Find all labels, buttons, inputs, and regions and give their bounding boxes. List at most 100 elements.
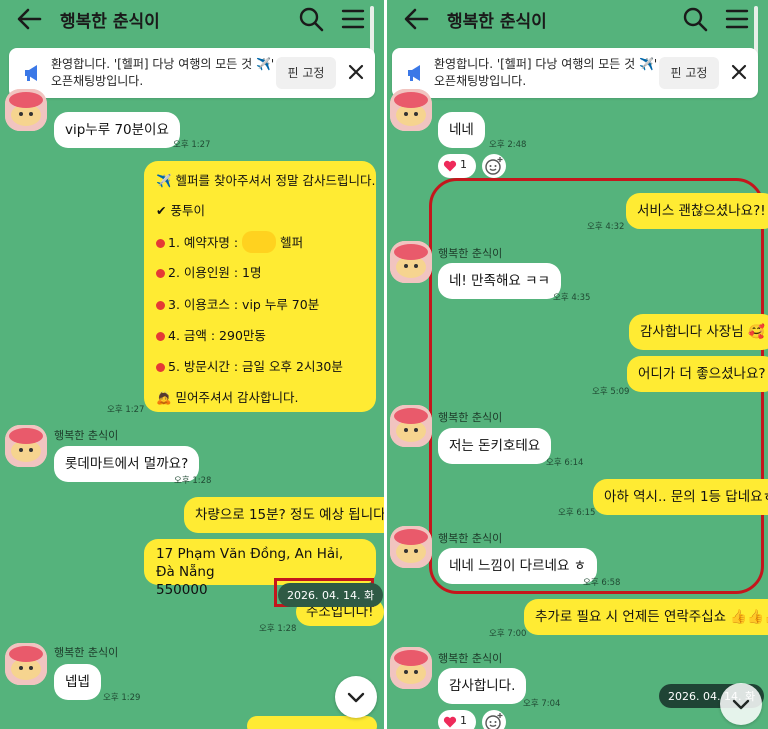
reaction-badge[interactable]: 1 xyxy=(438,154,476,178)
search-icon[interactable] xyxy=(682,6,708,32)
chat-pane-left: 행복한 춘식이 환영합니다. '[헬퍼] 다낭 여행의 모든 것 ✈️' 오픈채팅… xyxy=(0,0,384,729)
chat-pane-right: 행복한 춘식이 환영합니다. '[헬퍼] 다낭 여행의 모든 것 ✈️' 오픈채팅… xyxy=(387,0,768,729)
booking-line: ✈️ 헬퍼를 찾아주셔서 정말 감사드립니다. xyxy=(156,173,376,188)
megaphone-icon xyxy=(25,65,37,81)
reaction-count: 1 xyxy=(460,158,467,171)
message-bubble[interactable]: 저는 돈키호테요 xyxy=(438,428,552,464)
heart-icon xyxy=(443,716,457,728)
booking-line: 3. 이용코스 : vip 누루 70분 xyxy=(168,297,320,312)
booking-line: 2. 이용인원 : 1명 xyxy=(168,265,262,280)
pin-button[interactable]: 핀 고정 xyxy=(659,57,719,89)
message-bubble[interactable]: 넵넵 xyxy=(54,664,101,700)
reaction-count: 1 xyxy=(460,714,467,727)
pane-divider xyxy=(384,0,387,729)
message-time: 오후 1:28 xyxy=(174,476,212,486)
message-time: 오후 7:04 xyxy=(523,699,561,709)
message-bubble-mine[interactable] xyxy=(247,716,377,729)
scrollbar[interactable] xyxy=(370,6,374,56)
notice-text-line2: 오픈채팅방입니다. xyxy=(51,74,144,88)
menu-icon[interactable] xyxy=(340,6,366,32)
message-time: 오후 1:28 xyxy=(259,624,297,634)
back-arrow-icon[interactable] xyxy=(14,5,44,33)
pin-icon xyxy=(156,239,165,248)
avatar[interactable] xyxy=(390,241,432,283)
menu-icon[interactable] xyxy=(724,6,750,32)
address-line2: 550000 xyxy=(156,582,208,598)
message-time: 오후 4:32 xyxy=(587,222,625,232)
avatar-character-icon xyxy=(390,647,432,689)
message-bubble[interactable]: 네네 xyxy=(438,112,485,148)
message-bubble-mine[interactable]: 서비스 괜찮으셨나요?! xyxy=(626,193,768,229)
pin-icon xyxy=(156,363,165,372)
avatar[interactable] xyxy=(390,405,432,447)
sender-name: 행복한 춘식이 xyxy=(438,247,503,260)
pin-icon xyxy=(156,269,165,278)
message-time: 오후 6:14 xyxy=(546,458,584,468)
avatar-character-icon xyxy=(390,526,432,568)
avatar[interactable] xyxy=(390,89,432,131)
message-bubble-mine[interactable]: 아하 역시.. 문의 1등 답네요ㅎ xyxy=(593,479,768,515)
notice-text-line2: 오픈채팅방입니다. xyxy=(434,74,527,88)
address-line1: 17 Phạm Văn Đồng, An Hải, Đà Nẵng xyxy=(156,546,344,580)
notice-text-line1: 환영합니다. '[헬퍼] 다낭 여행의 모든 것 ✈️' xyxy=(434,57,658,71)
message-bubble-mine[interactable]: 17 Phạm Văn Đồng, An Hải, Đà Nẵng 550000 xyxy=(144,539,376,598)
sender-name: 행복한 춘식이 xyxy=(438,532,503,545)
notice-text-line1: 환영합니다. '[헬퍼] 다낭 여행의 모든 것 ✈️' xyxy=(51,57,275,71)
add-reaction-button[interactable] xyxy=(482,710,506,729)
chevron-down-icon xyxy=(732,699,750,710)
avatar-character-icon xyxy=(390,405,432,447)
scroll-down-button[interactable] xyxy=(335,676,377,718)
smiley-plus-icon xyxy=(485,713,503,729)
close-icon[interactable] xyxy=(345,61,367,83)
smiley-plus-icon xyxy=(485,157,503,175)
add-reaction-button[interactable] xyxy=(482,154,506,178)
message-time: 오후 5:09 xyxy=(592,387,630,397)
avatar-character-icon xyxy=(5,643,47,685)
message-bubble[interactable]: 롯데마트에서 멀까요? xyxy=(54,446,200,482)
message-bubble[interactable]: 네! 만족해요 ㅋㅋ xyxy=(438,263,561,299)
chat-title: 행복한 춘식이 xyxy=(447,12,547,32)
chevron-down-icon xyxy=(347,692,365,703)
sender-name: 행복한 춘식이 xyxy=(438,411,503,424)
avatar-character-icon xyxy=(390,241,432,283)
message-bubble[interactable]: 감사합니다. xyxy=(438,668,527,704)
message-bubble-mine[interactable]: 차량으로 15분? 정도 예상 됩니다! xyxy=(184,497,384,533)
booking-line: 4. 금액 : 290만동 xyxy=(168,328,266,343)
reaction-badge[interactable]: 1 xyxy=(438,710,476,729)
date-pill: 2026. 04. 14. 화 xyxy=(278,583,384,607)
message-bubble-mine[interactable]: 감사합니다 사장님 🥰 xyxy=(629,314,768,350)
message-time: 오후 2:48 xyxy=(489,140,527,150)
notice-banner[interactable]: 환영합니다. '[헬퍼] 다낭 여행의 모든 것 ✈️' 오픈채팅방입니다. 핀 … xyxy=(9,48,375,98)
avatar[interactable] xyxy=(5,425,47,467)
close-icon[interactable] xyxy=(728,61,750,83)
scroll-down-button[interactable] xyxy=(720,683,762,725)
message-time: 오후 6:58 xyxy=(583,578,621,588)
message-bubble-mine[interactable]: 추가로 필요 시 언제든 연락주십쇼 👍👍👍 xyxy=(524,599,768,635)
avatar[interactable] xyxy=(390,647,432,689)
pin-button[interactable]: 핀 고정 xyxy=(276,57,336,89)
avatar-character-icon xyxy=(5,89,47,131)
notice-banner[interactable]: 환영합니다. '[헬퍼] 다낭 여행의 모든 것 ✈️' 오픈채팅방입니다. 핀 … xyxy=(392,48,758,98)
message-time: 오후 4:35 xyxy=(553,293,591,303)
scrollbar[interactable] xyxy=(754,6,758,56)
blurred-name xyxy=(242,231,277,253)
avatar[interactable] xyxy=(5,643,47,685)
message-time: 오후 1:27 xyxy=(107,405,145,415)
avatar[interactable] xyxy=(5,89,47,131)
pin-icon xyxy=(156,301,165,310)
message-time: 오후 7:00 xyxy=(489,629,527,639)
message-bubble[interactable]: 네네 느낌이 다르네요 ㅎ xyxy=(438,548,598,584)
search-icon[interactable] xyxy=(298,6,324,32)
avatar-character-icon xyxy=(390,89,432,131)
message-bubble-booking-info[interactable]: ✈️ 헬퍼를 찾아주셔서 정말 감사드립니다. ✔ 풍투이 1. 예약자명 : … xyxy=(144,161,376,412)
message-time: 오후 1:27 xyxy=(173,140,211,150)
avatar[interactable] xyxy=(390,526,432,568)
message-bubble[interactable]: vip누루 70분이요 xyxy=(54,112,180,148)
pin-icon xyxy=(156,332,165,341)
message-time: 오후 1:29 xyxy=(103,693,141,703)
booking-line: 5. 방문시간 : 금일 오후 2시30분 xyxy=(168,359,343,374)
sender-name: 행복한 춘식이 xyxy=(54,429,119,442)
message-bubble-mine[interactable]: 어디가 더 좋으셨나요? xyxy=(627,356,768,392)
back-arrow-icon[interactable] xyxy=(401,5,431,33)
chat-title: 행복한 춘식이 xyxy=(60,12,160,32)
